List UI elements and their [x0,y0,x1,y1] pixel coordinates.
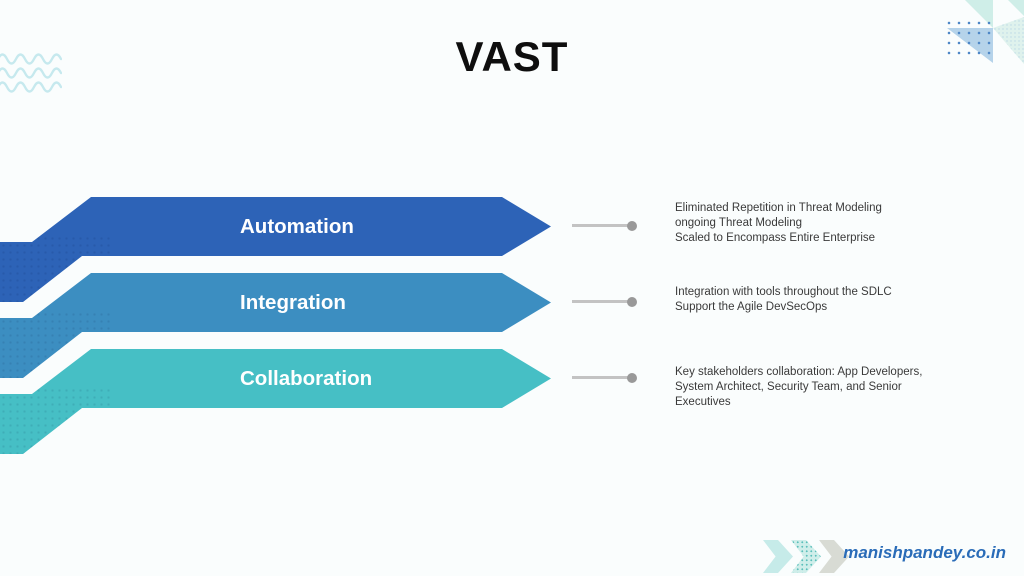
description-automation: Eliminated Repetition in Threat Modeling… [675,202,882,244]
banner-label-automation: Automation [240,215,354,238]
connector-line [572,376,628,379]
dot-grid-decoration [944,18,992,58]
connector-line [572,300,628,303]
wave-line-icon [0,67,62,79]
wave-line-icon [0,53,62,65]
wave-line-icon [0,81,62,93]
connector-dot [627,373,637,383]
description-collaboration: Key stakeholders collaboration: App Deve… [675,366,923,408]
chevron-icon [791,540,821,573]
connector-dot [627,221,637,231]
chevron-icon [763,540,793,573]
mint-triangle-icon [1008,0,1024,16]
website-link[interactable]: manishpandey.co.in [843,543,1006,562]
collaboration-arrow-banner: Collaboration [0,349,551,454]
dotted-triangle-overlay-icon [993,17,1024,64]
wavy-lines-decoration [0,53,62,93]
connector-line [572,224,628,227]
page-title: VAST [455,33,569,80]
chevrons-decoration [763,540,849,573]
banner-label-integration: Integration [240,291,346,314]
connector-dot [627,297,637,307]
row-collaboration: Collaboration Key stakeholders collabora… [0,349,1024,454]
description-integration: Integration with tools throughout the SD… [675,286,892,313]
banner-label-collaboration: Collaboration [240,367,373,390]
